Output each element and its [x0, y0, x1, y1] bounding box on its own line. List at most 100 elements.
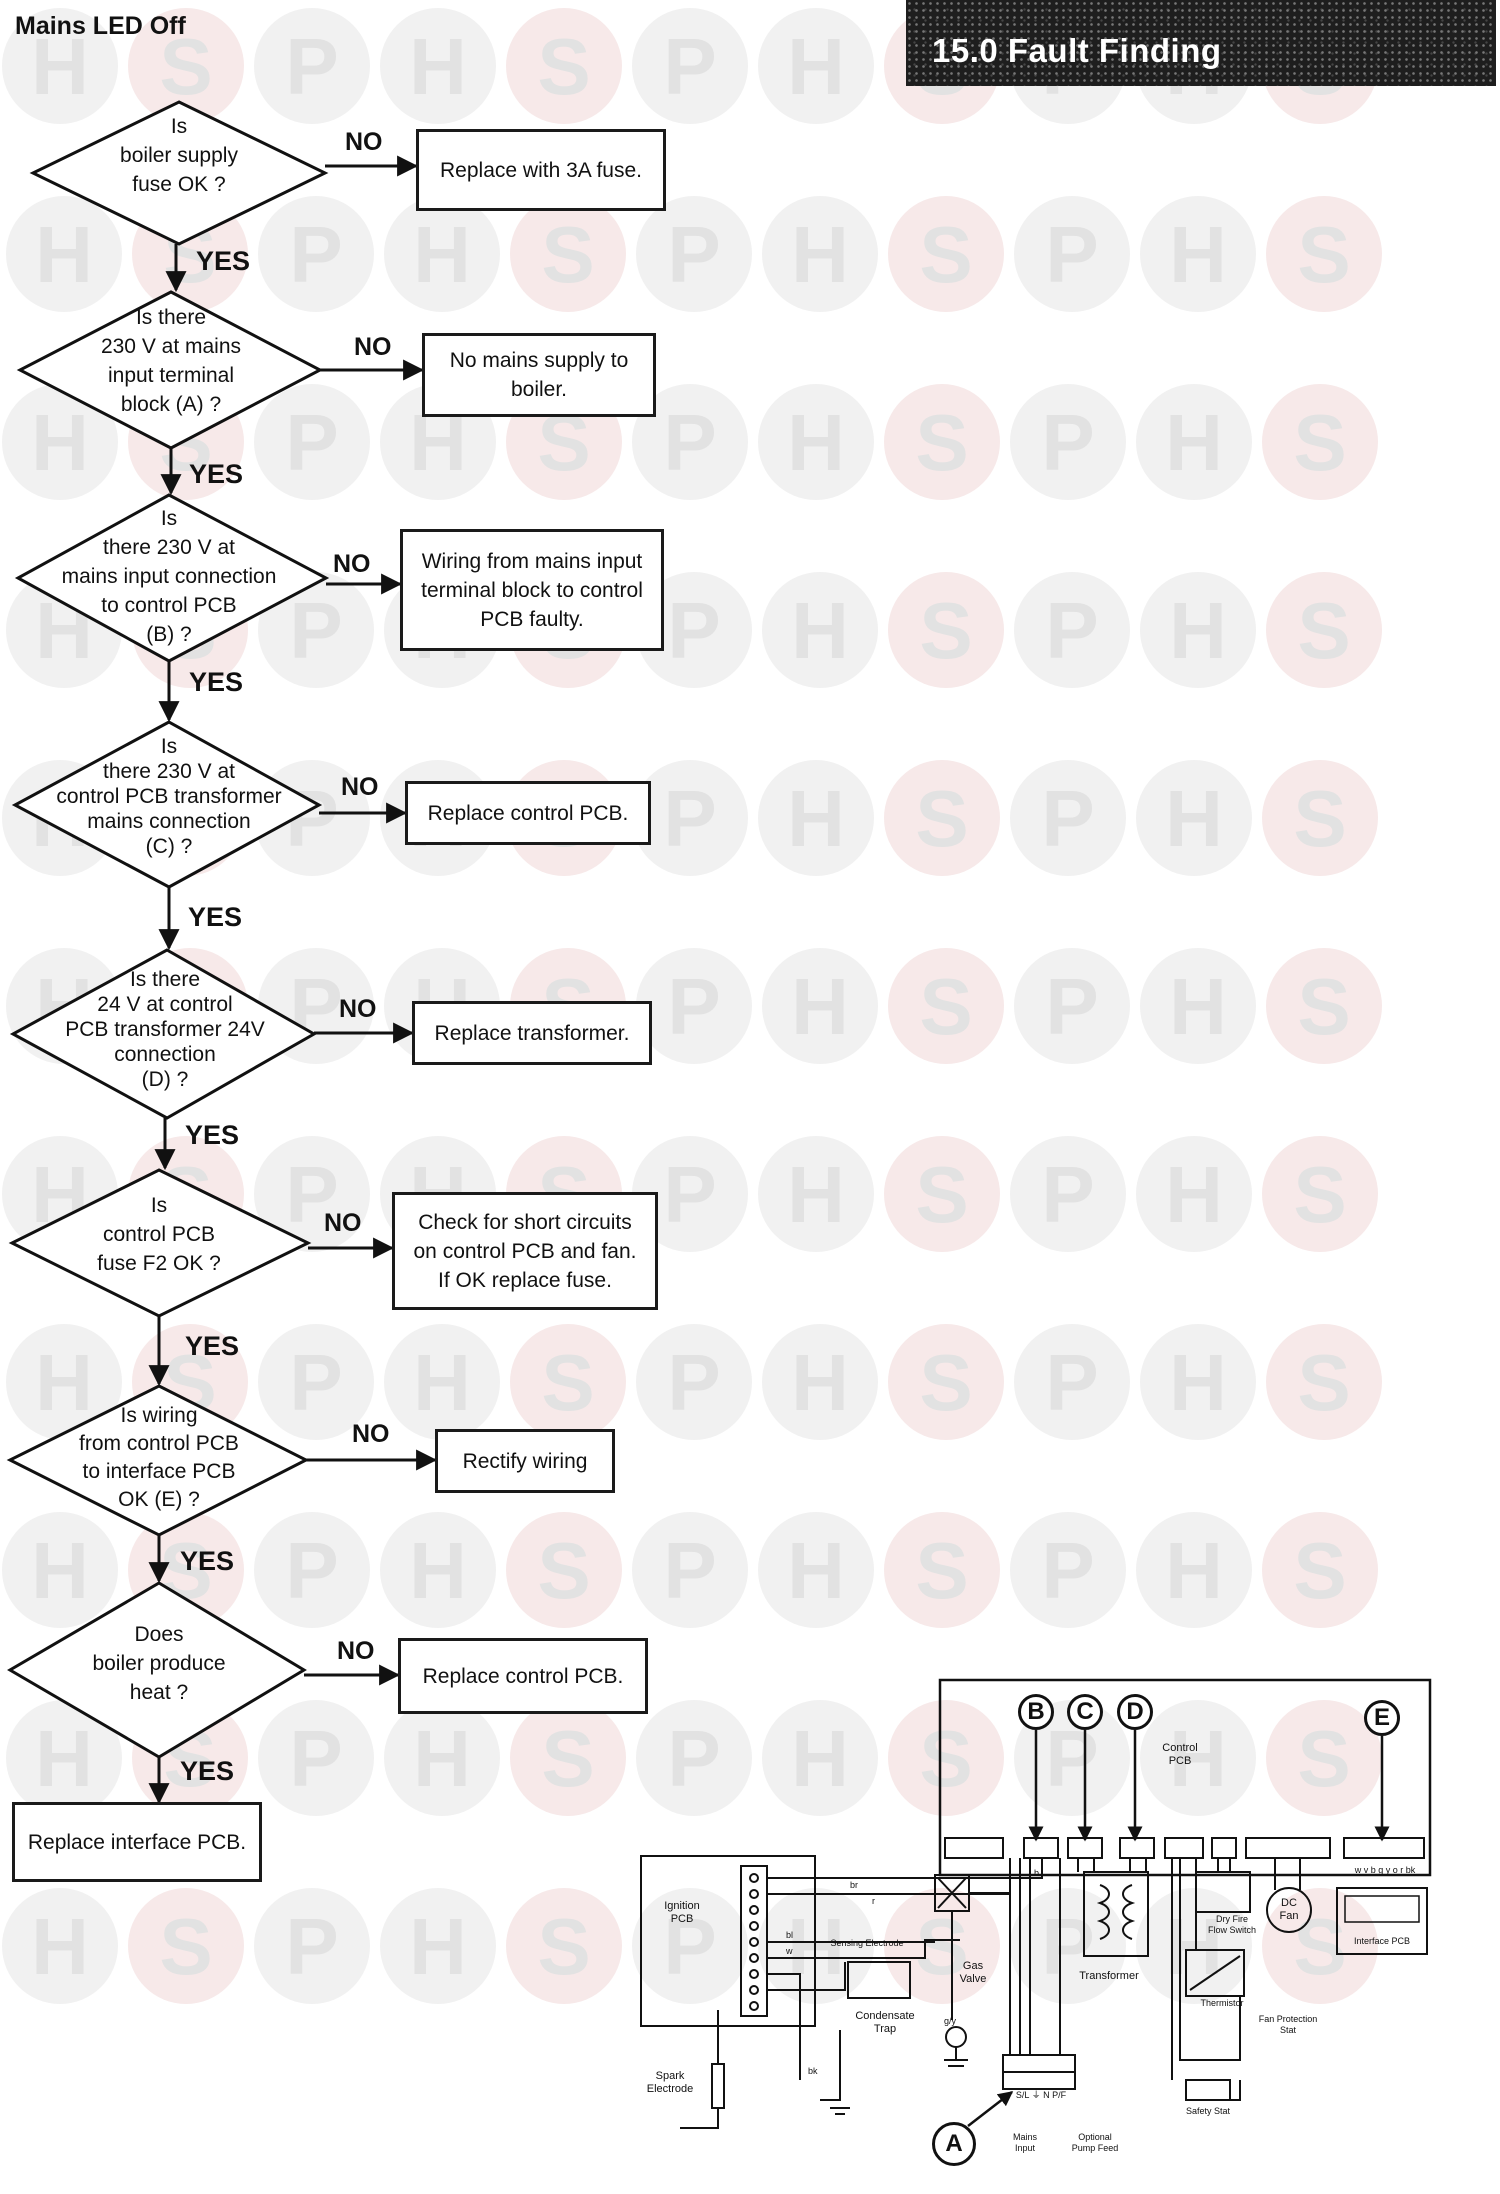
interface-pcb-label: Interface PCB	[1353, 1936, 1411, 1946]
watermark-letter: S	[537, 1902, 590, 1991]
watermark-circle	[258, 572, 374, 688]
safety-stat-label: Safety Stat	[1185, 2106, 1231, 2116]
watermark-letter: H	[413, 1338, 471, 1427]
watermark-circle	[762, 1324, 878, 1440]
action-box-3: Wiring from mains input terminal block t…	[400, 529, 664, 651]
watermark-circle	[506, 1888, 622, 2004]
watermark-circle	[1140, 1700, 1256, 1816]
watermark-circle	[6, 1324, 122, 1440]
action-box-7: Rectify wiring	[435, 1429, 615, 1493]
watermark-circle	[1014, 1324, 1130, 1440]
watermark-letter: H	[1165, 1150, 1223, 1239]
watermark-letter: P	[285, 398, 338, 487]
watermark-circle	[510, 1324, 626, 1440]
watermark-circle	[758, 1512, 874, 1628]
wire-code-label: r	[872, 1896, 875, 1906]
watermark-letter: H	[791, 1338, 849, 1427]
watermark-letter: P	[289, 1714, 342, 1803]
watermark-letter: H	[35, 210, 93, 299]
watermark-circle	[1014, 948, 1130, 1064]
watermark-letter: P	[663, 398, 716, 487]
watermark-letter: P	[1041, 398, 1094, 487]
action-box-4: Replace control PCB.	[405, 781, 651, 845]
watermark-letter: P	[667, 586, 720, 675]
watermark-letter: P	[663, 1902, 716, 1991]
watermark-circle	[888, 1700, 1004, 1816]
ignition-terminals	[749, 1873, 759, 2011]
watermark-circle	[2, 1888, 118, 2004]
watermark-circle	[6, 196, 122, 312]
watermark-circle	[636, 1324, 752, 1440]
watermark-circle	[254, 8, 370, 124]
watermark-letter: P	[1045, 1338, 1098, 1427]
point-c-label: C	[1067, 1694, 1103, 1730]
gas-valve-label: Gas Valve	[959, 1960, 987, 1985]
watermark-letter: S	[1297, 1338, 1350, 1427]
transformer-box	[1083, 1871, 1149, 1957]
watermark-letter: H	[31, 1526, 89, 1615]
no-label-5: NO	[339, 995, 377, 1023]
yes-label-3: YES	[189, 667, 244, 697]
watermark-circle	[258, 1700, 374, 1816]
watermark-circle	[6, 1700, 122, 1816]
interface-wire-codes: w v b g y o r bk	[1354, 1865, 1416, 1875]
interface-pcb-box	[1336, 1887, 1428, 1955]
watermark-circle	[384, 1324, 500, 1440]
spark-electrode-body	[711, 2063, 725, 2109]
watermark-circle	[380, 8, 496, 124]
watermark-circle	[1266, 1324, 1382, 1440]
watermark-circle	[258, 196, 374, 312]
watermark-circle	[2, 8, 118, 124]
watermark-circle	[1262, 760, 1378, 876]
connector-fan	[1245, 1837, 1331, 1859]
no-label-2: NO	[354, 333, 392, 361]
watermark-circle	[254, 1136, 370, 1252]
watermark-letter: P	[667, 210, 720, 299]
watermark-letter: H	[787, 22, 845, 111]
watermark-letter: H	[791, 1714, 849, 1803]
control-pcb-box	[938, 1678, 1432, 1877]
no-label-3: NO	[333, 550, 371, 578]
watermark-circle	[636, 1700, 752, 1816]
watermark-circle	[758, 1136, 874, 1252]
watermark-letter: P	[285, 1526, 338, 1615]
watermark-circle	[2, 384, 118, 500]
wire-code-label: bl	[786, 1930, 794, 1940]
dc-fan-circle	[1266, 1887, 1312, 1933]
watermark-letter: S	[915, 1526, 968, 1615]
mains-input-label: Mains Input	[1012, 2132, 1037, 2153]
watermark-circle	[884, 1888, 1000, 2004]
watermark-letter: H	[1169, 962, 1227, 1051]
watermark-circle	[510, 1700, 626, 1816]
watermark-circle	[1010, 760, 1126, 876]
watermark-circle	[884, 1136, 1000, 1252]
no-label-1: NO	[345, 128, 383, 156]
question-text-7: Is wiring from control PCB to interface …	[79, 1404, 239, 1511]
watermark-letter: H	[1165, 1902, 1223, 1991]
watermark-letter: P	[1041, 1526, 1094, 1615]
watermark-circle	[1136, 384, 1252, 500]
watermark-circle	[888, 572, 1004, 688]
connector-d	[1119, 1837, 1155, 1859]
watermark-letter: P	[667, 962, 720, 1051]
watermark-circle	[1014, 572, 1130, 688]
watermark-circle	[1262, 1512, 1378, 1628]
watermark-circle	[636, 572, 752, 688]
watermark-circle	[380, 1512, 496, 1628]
ignition-pcb-label: Ignition PCB	[664, 1900, 700, 1925]
no-label-6: NO	[324, 1209, 362, 1237]
section-title: 15.0 Fault Finding	[932, 32, 1222, 69]
dc-fan-label: DC Fan	[1279, 1897, 1299, 1922]
watermark-letter: S	[1293, 1150, 1346, 1239]
watermark-letter: S	[159, 22, 212, 111]
point-d-label: D	[1117, 1694, 1153, 1730]
yes-label-5: YES	[185, 1120, 240, 1150]
watermark-letter: S	[537, 1526, 590, 1615]
connector-b	[1023, 1837, 1059, 1859]
watermark-circle	[1140, 1324, 1256, 1440]
watermark-circle	[1136, 1136, 1252, 1252]
watermark-letter: H	[1165, 398, 1223, 487]
watermark-letter: H	[1165, 774, 1223, 863]
watermark-letter: S	[1297, 210, 1350, 299]
